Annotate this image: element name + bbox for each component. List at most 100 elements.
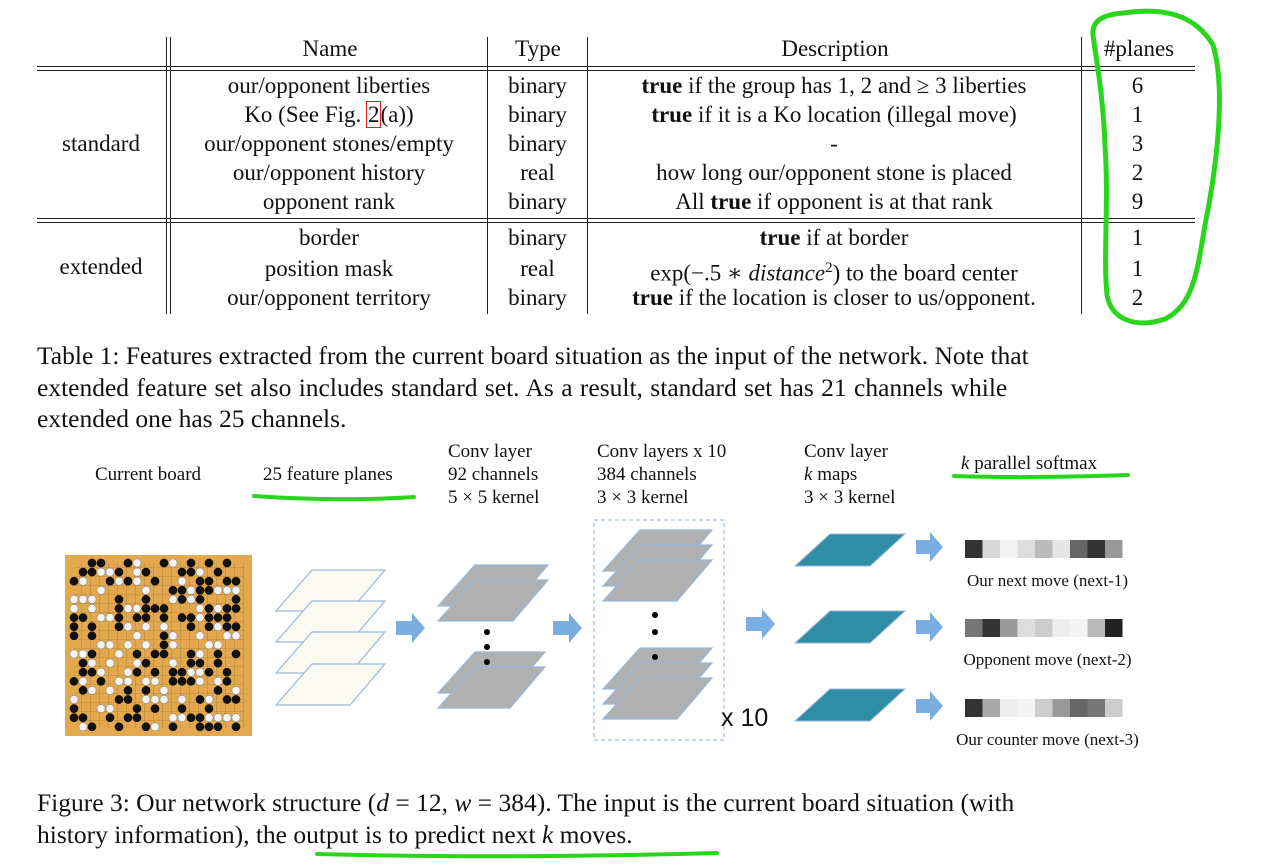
caption-text: = 12,	[388, 788, 455, 817]
table-vrule	[166, 37, 167, 314]
desc-text: if it is a Ko location (illegal move)	[692, 102, 1017, 127]
bold-true: true	[632, 285, 674, 310]
softmax-cell	[965, 699, 983, 717]
figure-ref-link[interactable]: 2	[366, 101, 382, 128]
table-row-planes: 6	[1131, 73, 1144, 98]
math-superscript: 2	[825, 260, 833, 276]
softmax-strip-next-3	[965, 699, 1123, 717]
table-row-planes: 2	[1131, 160, 1144, 185]
caption-line: Figure 3: Our network structure (d = 12,…	[37, 787, 1187, 819]
table-row-description: exp(−.5 ∗ distance2) to the board center	[588, 254, 1080, 288]
table-vrule	[587, 37, 588, 314]
bold-true: true	[710, 189, 752, 214]
table-row-type: real	[520, 256, 555, 281]
conv10-planes	[601, 529, 714, 720]
arrow-icon	[396, 532, 943, 721]
green-underline-caption	[315, 851, 719, 859]
caption-text: output is to predict next	[293, 819, 542, 849]
table-row-name: border	[298, 225, 360, 250]
table-row-description: true if the location is closer to us/opp…	[588, 283, 1080, 312]
output-label: Our counter move (next-3)	[956, 730, 1139, 749]
table-hrule	[37, 222, 1195, 223]
table-row-description: -	[830, 131, 838, 156]
table-row-planes: 2	[1131, 285, 1144, 310]
repeat-block-dashed	[593, 519, 725, 741]
table-vrule	[487, 37, 488, 314]
softmax-cell	[1035, 619, 1053, 637]
caption-text: Figure 3: Our network structure (	[37, 788, 377, 817]
label-conv10-kernel: 3 × 3 kernel	[597, 487, 689, 508]
label-conv10-title: Conv layers x 10	[597, 441, 727, 462]
table-row-description: true if the group has 1, 2 and ≥ 3 liber…	[588, 71, 1080, 100]
ellipsis-dots	[484, 629, 490, 665]
table-row-type: binary	[508, 131, 567, 156]
green-annotation-loop	[1090, 8, 1222, 326]
softmax-cell	[1000, 699, 1018, 717]
math-italic: k	[961, 453, 970, 474]
label-conv1-kernel: 5 × 5 kernel	[448, 487, 540, 508]
name-text: (a))	[380, 102, 414, 127]
table-vrule	[1081, 37, 1082, 314]
table-caption: Table 1: Features extracted from the cur…	[37, 340, 1187, 435]
softmax-cell	[965, 619, 983, 637]
softmax-cell	[1000, 540, 1018, 558]
softmax-cell	[1070, 619, 1088, 637]
softmax-cell	[1070, 699, 1088, 717]
label-feature-planes: 25 feature planes	[263, 464, 393, 485]
table-row-name: our/opponent territory	[227, 285, 431, 310]
header-planes: #planes	[1103, 36, 1175, 61]
math-text: exp(−.5 ∗	[650, 260, 749, 286]
softmax-cell	[1087, 699, 1105, 717]
table-row-type: binary	[508, 102, 567, 127]
label-x10: x 10	[721, 704, 769, 732]
table-row-name: opponent rank	[262, 189, 396, 214]
output-label: Opponent move (next-2)	[963, 650, 1132, 669]
table-row-type: binary	[508, 285, 567, 310]
table-row-name: Ko (See Fig. 2(a))	[172, 100, 486, 129]
desc-text: All	[675, 189, 711, 214]
label-convk-kernel: 3 × 3 kernel	[804, 487, 896, 508]
group-standard: standard	[62, 131, 140, 156]
feature-planes-stack	[274, 569, 387, 706]
group-extended: extended	[59, 254, 143, 279]
header-type: Type	[515, 36, 561, 61]
header-description: Description	[781, 36, 889, 61]
table-row-type: binary	[508, 73, 567, 98]
table-row-planes: 1	[1131, 256, 1144, 281]
softmax-cell	[1052, 699, 1070, 717]
softmax-cell	[1070, 540, 1088, 558]
label-softmax: k parallel softmax	[961, 452, 1097, 475]
label-text: parallel softmax	[969, 453, 1098, 474]
bold-true: true	[641, 73, 683, 98]
green-underline-feature-planes	[252, 494, 416, 502]
label-convk-title: Conv layer	[804, 441, 888, 462]
caption-text: moves.	[553, 819, 633, 849]
math-italic: k	[804, 464, 813, 485]
conv1-planes	[436, 564, 550, 709]
bold-true: true	[759, 225, 801, 250]
softmax-cell	[965, 540, 983, 558]
desc-text: if opponent is at that rank	[751, 189, 993, 214]
table-vrule	[170, 37, 171, 314]
label-current-board: Current board	[95, 464, 202, 485]
figure-caption: Figure 3: Our network structure (d = 12,…	[37, 787, 1187, 850]
caption-line: history information), the output is to p…	[37, 819, 1187, 851]
table-row-planes: 1	[1131, 102, 1144, 127]
go-board-image	[65, 555, 252, 736]
desc-text: if the location is closer to us/opponent…	[673, 285, 1036, 310]
softmax-cell	[1017, 540, 1035, 558]
ellipsis-dots	[652, 612, 658, 660]
softmax-cell	[1017, 699, 1035, 717]
table-hrule	[37, 66, 1195, 67]
caption-text: = 384). The input is the current board s…	[471, 788, 1015, 817]
softmax-cell	[982, 699, 1000, 717]
name-text: Ko (See Fig.	[244, 102, 367, 127]
bold-true: true	[651, 102, 693, 127]
softmax-cell	[1000, 619, 1018, 637]
green-underline-softmax	[952, 473, 1130, 480]
table-row-type: binary	[508, 189, 567, 214]
table-row-description: true if it is a Ko location (illegal mov…	[588, 100, 1080, 129]
softmax-cell	[1052, 540, 1070, 558]
softmax-cell	[1105, 699, 1123, 717]
softmax-cell	[1017, 619, 1035, 637]
